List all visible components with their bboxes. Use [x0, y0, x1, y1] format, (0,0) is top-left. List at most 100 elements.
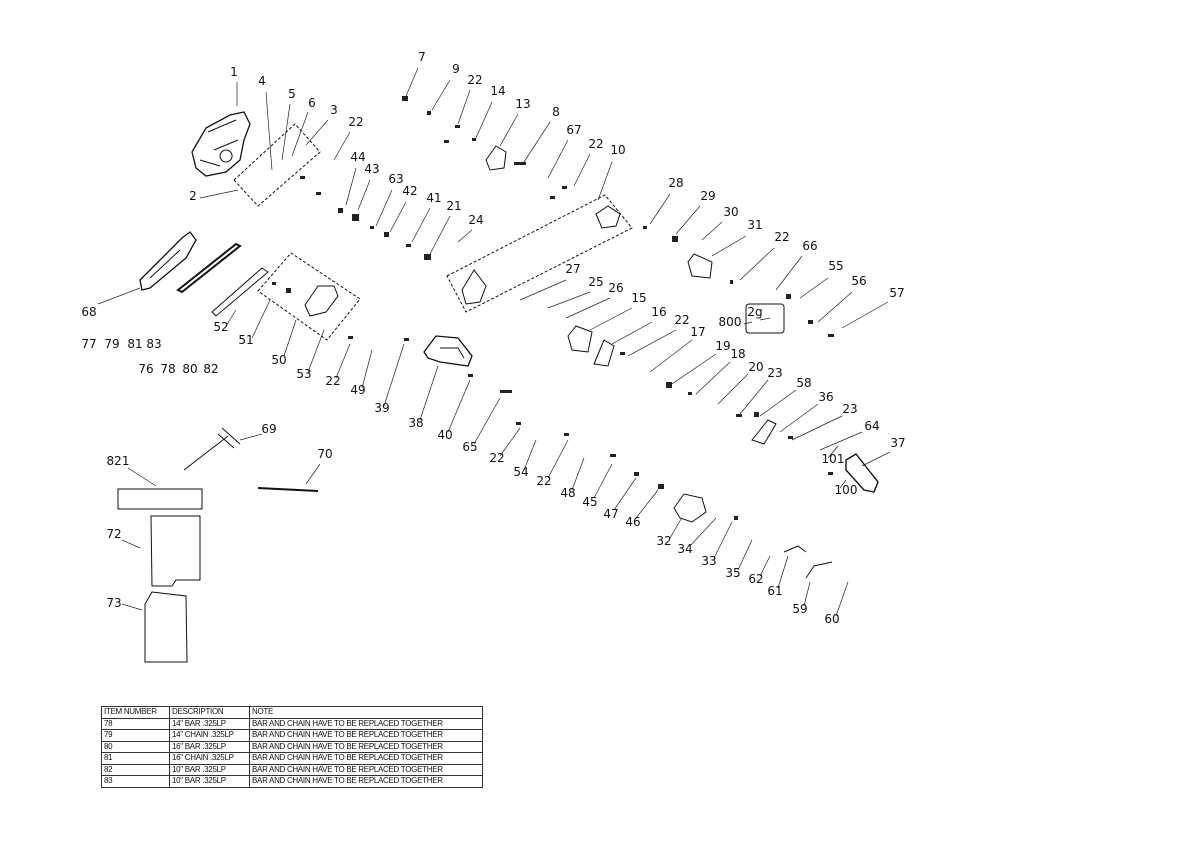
leader-line [431, 79, 451, 111]
callout-label: 6 [308, 96, 316, 110]
leader-line [523, 121, 551, 163]
leader-line [743, 321, 753, 325]
leader-line [547, 439, 569, 479]
leader-line [419, 365, 439, 421]
leader-line [457, 229, 473, 243]
cell-item-number: 80 [101, 740, 170, 753]
leader-line [841, 301, 889, 329]
cell-note: BAR AND CHAIN HAVE TO BE REPLACED TOGETH… [249, 717, 483, 730]
leader-line [819, 431, 863, 451]
callout-label: 22 [674, 313, 689, 327]
callout-label: 77 [81, 337, 96, 351]
header-item-number: ITEM NUMBER [101, 706, 170, 719]
leader-line [711, 235, 747, 257]
leader-line [357, 179, 371, 211]
callout-label: 1 [230, 65, 238, 79]
callout-label: 22 [774, 230, 789, 244]
table-header-row: ITEM NUMBER DESCRIPTION NOTE [101, 706, 483, 719]
callout-label: 33 [701, 554, 716, 568]
callout-label: 55 [828, 259, 843, 273]
guide-bar [211, 267, 269, 317]
callout-label: 7 [418, 50, 426, 64]
leader-line [239, 433, 263, 441]
callout-label: 47 [603, 507, 618, 521]
callout-label: 65 [462, 440, 477, 454]
leader-line [225, 309, 237, 327]
callout-label: 2 [189, 189, 197, 203]
parts-note-table: ITEM NUMBER DESCRIPTION NOTE 78 14" BAR … [101, 706, 483, 788]
cell-note: BAR AND CHAIN HAVE TO BE REPLACED TOGETH… [249, 729, 483, 742]
callout-label: 45 [582, 495, 597, 509]
callout-label: 82 [203, 362, 218, 376]
leader-line [717, 373, 749, 405]
leader-line [589, 307, 633, 331]
callout-label: 78 [160, 362, 175, 376]
leader-line [573, 153, 591, 187]
cell-note: BAR AND CHAIN HAVE TO BE REPLACED TOGETH… [249, 740, 483, 753]
callout-label: 62 [748, 572, 763, 586]
callout-label: 50 [271, 353, 286, 367]
leader-line [475, 101, 493, 139]
leader-line [473, 397, 501, 445]
leader-line [799, 277, 829, 299]
callout-label: 23 [767, 366, 782, 380]
callout-label: 83 [146, 337, 161, 351]
cover-16 [593, 339, 615, 367]
leader-line [383, 343, 405, 407]
callout-label: 36 [818, 390, 833, 404]
table-row: 82 10" BAR .325LP BAR AND CHAIN HAVE TO … [101, 763, 483, 776]
callout-label: 59 [792, 602, 807, 616]
dashed-group-3 [446, 194, 633, 313]
cell-description: 10" BAR .325LP [169, 775, 250, 788]
callout-label: 30 [723, 205, 738, 219]
cover-15 [567, 325, 593, 353]
leader-line [307, 329, 325, 373]
callout-label: 46 [625, 515, 640, 529]
cell-item-number: 79 [101, 729, 170, 742]
cell-note: BAR AND CHAIN HAVE TO BE REPLACED TOGETH… [249, 763, 483, 776]
callout-label: 28 [668, 176, 683, 190]
callout-label: 61 [767, 584, 782, 598]
callout-label: 22 [348, 115, 363, 129]
small-fasteners [272, 96, 834, 520]
leader-line [411, 207, 431, 243]
leader-line [635, 489, 659, 519]
callout-label: 20 [748, 360, 763, 374]
leader-line [817, 291, 853, 323]
leader-line [701, 221, 723, 241]
callout-label: 22 [588, 137, 603, 151]
callout-label: 49 [350, 383, 365, 397]
callout-label: 48 [560, 486, 575, 500]
leader-line [695, 361, 731, 395]
callout-label: 38 [408, 416, 423, 430]
leader-line [305, 463, 321, 485]
callout-label: 800 [719, 315, 742, 329]
leader-line [739, 379, 769, 415]
leader-line [199, 189, 239, 199]
callout-label: 37 [890, 436, 905, 450]
leader-line [759, 555, 771, 577]
callout-label: 73 [106, 596, 121, 610]
front-handle [845, 453, 879, 493]
leader-line [345, 167, 357, 206]
callout-label: 40 [437, 428, 452, 442]
callout-label: 67 [566, 123, 581, 137]
cell-note: BAR AND CHAIN HAVE TO BE REPLACED TOGETH… [249, 775, 483, 788]
chain [176, 242, 242, 294]
leader-line [121, 539, 141, 549]
callout-label: 4 [258, 74, 266, 88]
leader-lines [97, 67, 891, 617]
leader-line [291, 111, 309, 157]
leader-line [335, 343, 351, 379]
callout-label: 42 [402, 184, 417, 198]
callout-label: 34 [677, 542, 692, 556]
leader-line [675, 205, 701, 235]
bar-cover-inner [149, 249, 181, 279]
leader-line [405, 67, 419, 97]
cell-description: 16" BAR .325LP [169, 740, 250, 753]
callout-label: 18 [730, 347, 745, 361]
tool-69 [183, 427, 241, 471]
table-row: 83 10" BAR .325LP BAR AND CHAIN HAVE TO … [101, 775, 483, 788]
cell-item-number: 81 [101, 752, 170, 765]
